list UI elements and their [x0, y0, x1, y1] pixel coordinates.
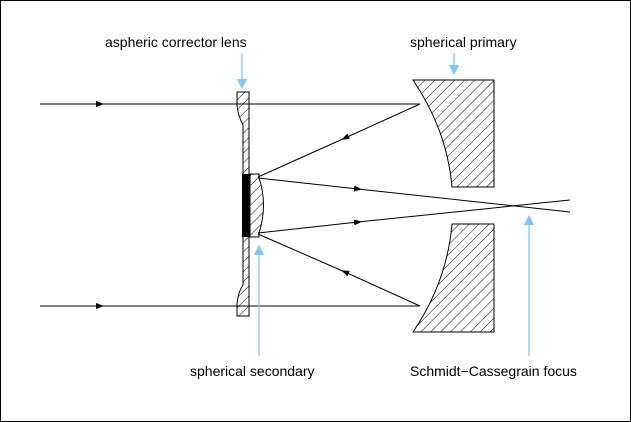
- primary-mirror-top: [412, 79, 495, 188]
- corrector-label: aspheric corrector lens: [105, 34, 247, 50]
- focus-label: Schmidt−Cassegrain focus: [410, 363, 577, 379]
- secondary-mount: [242, 174, 250, 237]
- reflected-rays: [257, 103, 571, 307]
- incoming-rays: [40, 101, 420, 309]
- primary-mirror-bottom: [412, 223, 495, 333]
- secondary-mirror: [249, 173, 264, 238]
- secondary-label: spherical secondary: [190, 363, 315, 379]
- primary-label: spherical primary: [410, 34, 517, 50]
